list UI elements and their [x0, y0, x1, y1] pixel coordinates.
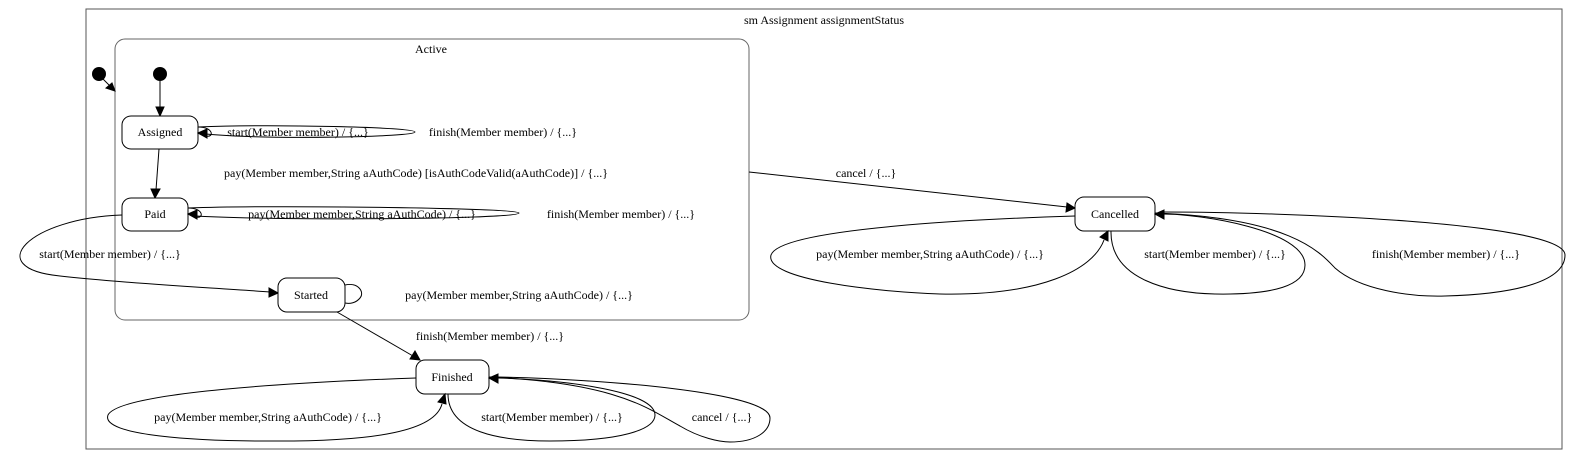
arrowhead-started-to-finished	[409, 350, 421, 361]
label-assigned-finish: finish(Member member) / {...}	[429, 125, 577, 139]
edge-paid-to-started	[19, 214, 271, 293]
state-started	[277, 277, 346, 313]
label-active-to-cancelled: cancel / {...}	[836, 166, 897, 180]
composite-state-active	[114, 38, 750, 321]
arrowhead-cancelled-self-start	[1153, 209, 1165, 220]
label-finished-self-pay: pay(Member member,String aAuthCode) / {.…	[154, 410, 382, 424]
state-cancelled-label: Cancelled	[1091, 207, 1139, 221]
arrowhead-paid-to-started	[268, 287, 280, 298]
state-machine-frame	[85, 8, 1563, 450]
arrowhead-assigned-self	[196, 128, 208, 139]
edge-paid-self-pay-inner	[187, 207, 202, 218]
state-paid-label: Paid	[144, 207, 165, 221]
state-finished-label: Finished	[431, 370, 472, 384]
arrowhead-inner-initial	[155, 106, 165, 118]
label-paid-self-pay: pay(Member member,String aAuthCode) / {.…	[248, 207, 476, 221]
label-started-to-finished: finish(Member member) / {...}	[416, 329, 564, 343]
arrowhead-finished-self-start	[487, 373, 499, 384]
edge-assigned-self-start-outer	[197, 125, 416, 138]
arrowhead-finished-self-pay	[437, 392, 447, 405]
outer-initial-pseudostate	[92, 67, 106, 81]
edge-finished-self-start	[447, 377, 656, 442]
label-paid-finish: finish(Member member) / {...}	[547, 207, 695, 221]
edge-assigned-to-paid	[155, 148, 160, 191]
arrowhead-cancelled-self-pay	[1099, 230, 1109, 242]
arrowhead-outer-initial	[104, 82, 116, 92]
label-finished-self-start: start(Member member) / {...}	[481, 410, 622, 424]
arrowhead-assigned-to-paid	[150, 188, 161, 200]
edge-assigned-self-start-inner	[197, 126, 212, 137]
label-finished-self-cancel: cancel / {...}	[692, 410, 753, 424]
edge-outer-initial-to-active	[102, 78, 111, 87]
label-paid-to-started: start(Member member) / {...}	[39, 247, 180, 261]
label-assigned-to-paid: pay(Member member,String aAuthCode) [isA…	[224, 166, 608, 180]
arrowhead-paid-self	[186, 209, 198, 220]
label-cancelled-self-start: start(Member member) / {...}	[1144, 247, 1285, 261]
arrowhead-active-to-cancelled	[1065, 202, 1077, 213]
diagram-title: sm Assignment assignmentStatus	[744, 13, 904, 27]
inner-initial-pseudostate	[153, 67, 167, 81]
label-cancelled-self-pay: pay(Member member,String aAuthCode) / {.…	[816, 247, 1044, 261]
edge-started-to-finished	[336, 311, 414, 357]
state-started-label: Started	[294, 288, 328, 302]
label-started-self-pay: pay(Member member,String aAuthCode) / {.…	[405, 288, 633, 302]
state-assigned-label: Assigned	[138, 125, 183, 139]
edge-cancelled-self-finish	[1154, 211, 1566, 297]
edge-cancelled-self-start	[1110, 213, 1306, 295]
edge-paid-self-pay-outer	[187, 206, 520, 220]
edge-cancelled-self-pay	[770, 215, 1105, 295]
edge-started-self-pay	[344, 283, 363, 304]
edge-finished-self-cancel	[488, 376, 771, 443]
label-assigned-self-start: start(Member member) / {...}	[227, 125, 368, 139]
label-cancelled-self-finish: finish(Member member) / {...}	[1372, 247, 1520, 261]
edge-active-to-cancelled	[748, 171, 1068, 208]
edge-finished-self-pay	[107, 377, 443, 442]
composite-state-active-label: Active	[415, 42, 447, 56]
